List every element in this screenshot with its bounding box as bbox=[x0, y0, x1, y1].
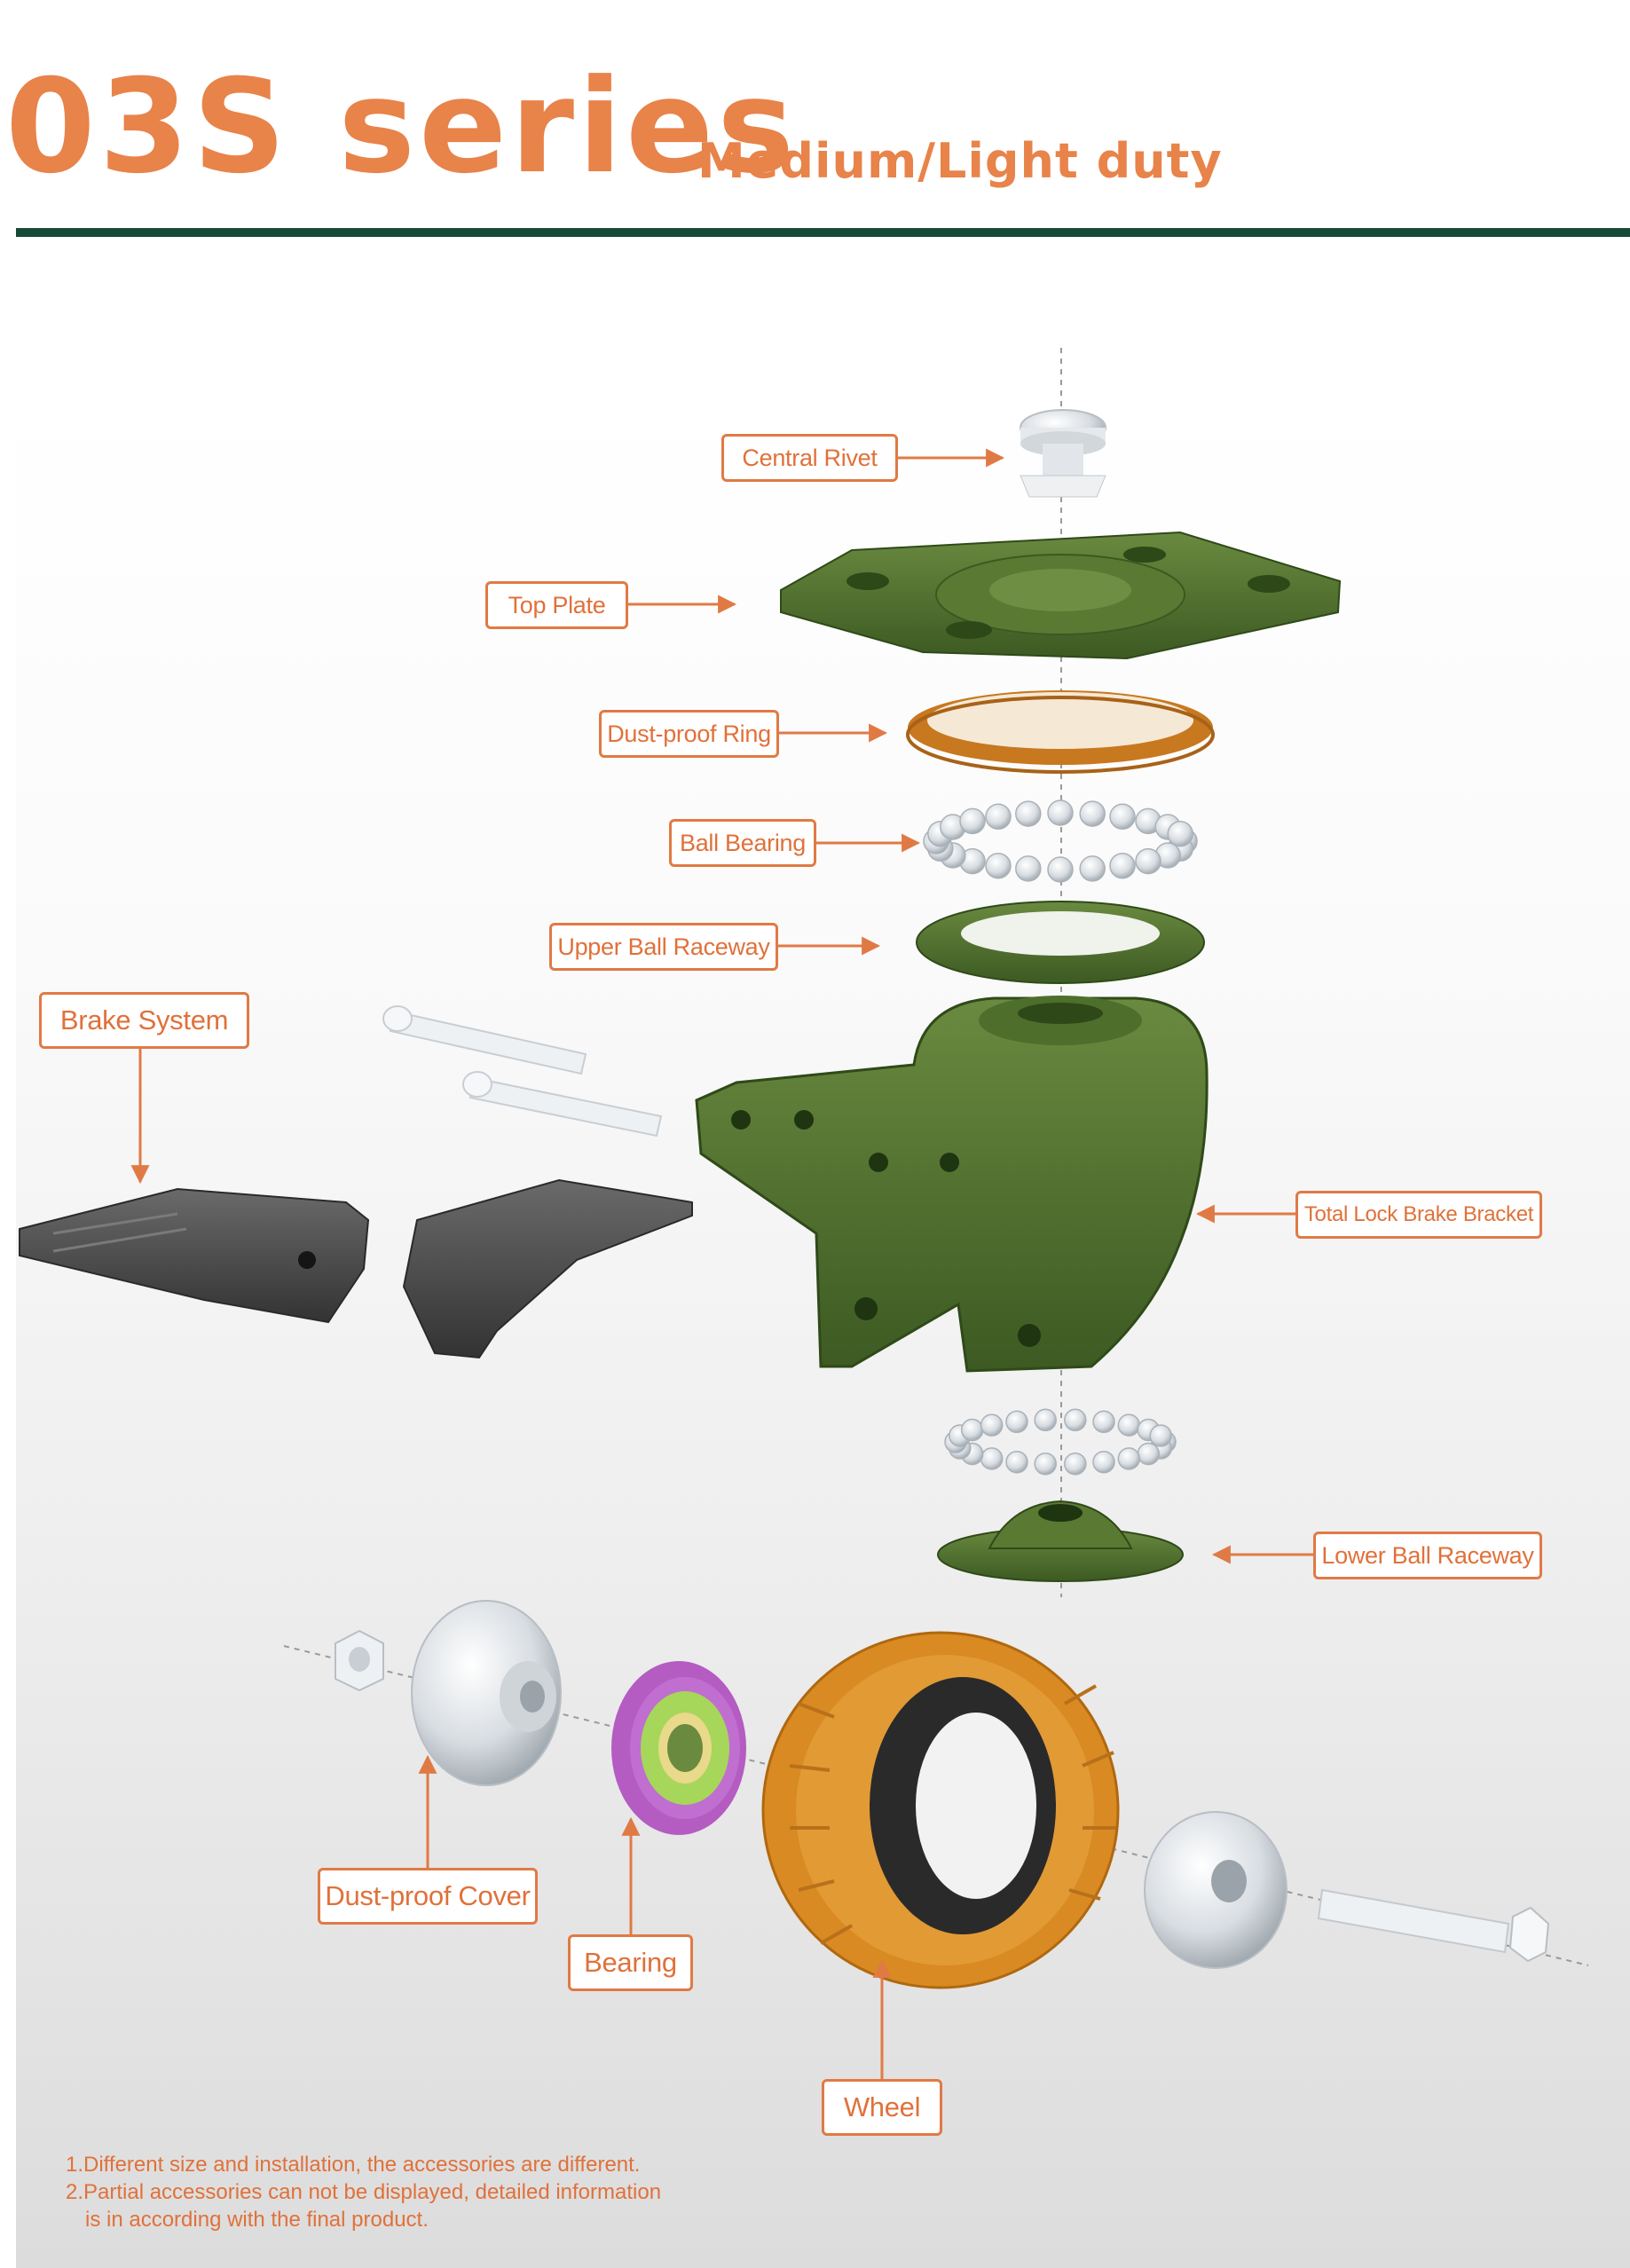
dust-proof-cover-part bbox=[411, 1600, 562, 1786]
series-subtitle: Medium/Light duty bbox=[697, 133, 1223, 189]
lower-ball-bearing-part bbox=[944, 1408, 1177, 1476]
callout-wheel: Wheel bbox=[822, 2079, 942, 2136]
callout-dust-proof-cover: Dust-proof Cover bbox=[318, 1868, 538, 1925]
wheel-part bbox=[761, 1631, 1120, 1989]
right-cover-part bbox=[1144, 1811, 1287, 1969]
callout-bearing: Bearing bbox=[568, 1934, 693, 1991]
footnote-2-continued: is in according with the final product. bbox=[85, 2208, 429, 2232]
axle-bolt-part bbox=[1317, 1888, 1550, 1963]
callout-upper-ball-raceway: Upper Ball Raceway bbox=[549, 923, 778, 971]
callout-top-plate: Top Plate bbox=[485, 581, 628, 629]
central-rivet-part bbox=[1020, 409, 1106, 498]
footnote-1: 1.Different size and installation, the a… bbox=[66, 2153, 641, 2177]
callout-arrows bbox=[130, 448, 1313, 2079]
lower-ball-raceway-part bbox=[937, 1500, 1184, 1582]
callout-total-lock-brake-bracket: Total Lock Brake Bracket bbox=[1295, 1191, 1542, 1239]
brake-system-part bbox=[19, 1178, 693, 1359]
upper-ball-bearing-part bbox=[923, 799, 1198, 883]
footnotes: 1.Different size and installation, the a… bbox=[66, 2151, 661, 2233]
series-title: 03S series bbox=[5, 51, 799, 202]
wheel-bearing-part bbox=[611, 1661, 746, 1835]
callout-dust-proof-ring: Dust-proof Ring bbox=[599, 710, 779, 758]
dust-proof-ring-part bbox=[906, 690, 1215, 774]
callout-ball-bearing: Ball Bearing bbox=[669, 819, 816, 867]
footnote-2: 2.Partial accessories can not be display… bbox=[66, 2180, 662, 2204]
brake-bracket-part bbox=[695, 996, 1209, 1373]
callout-lower-ball-raceway: Lower Ball Raceway bbox=[1313, 1532, 1542, 1579]
top-plate-part bbox=[780, 531, 1342, 660]
header-rule bbox=[16, 228, 1630, 237]
axle-pins-part bbox=[382, 1005, 663, 1138]
callout-brake-system: Brake System bbox=[39, 992, 249, 1049]
callout-central-rivet: Central Rivet bbox=[721, 434, 898, 482]
hex-nut-part bbox=[335, 1629, 384, 1692]
upper-ball-raceway-part bbox=[916, 901, 1205, 984]
